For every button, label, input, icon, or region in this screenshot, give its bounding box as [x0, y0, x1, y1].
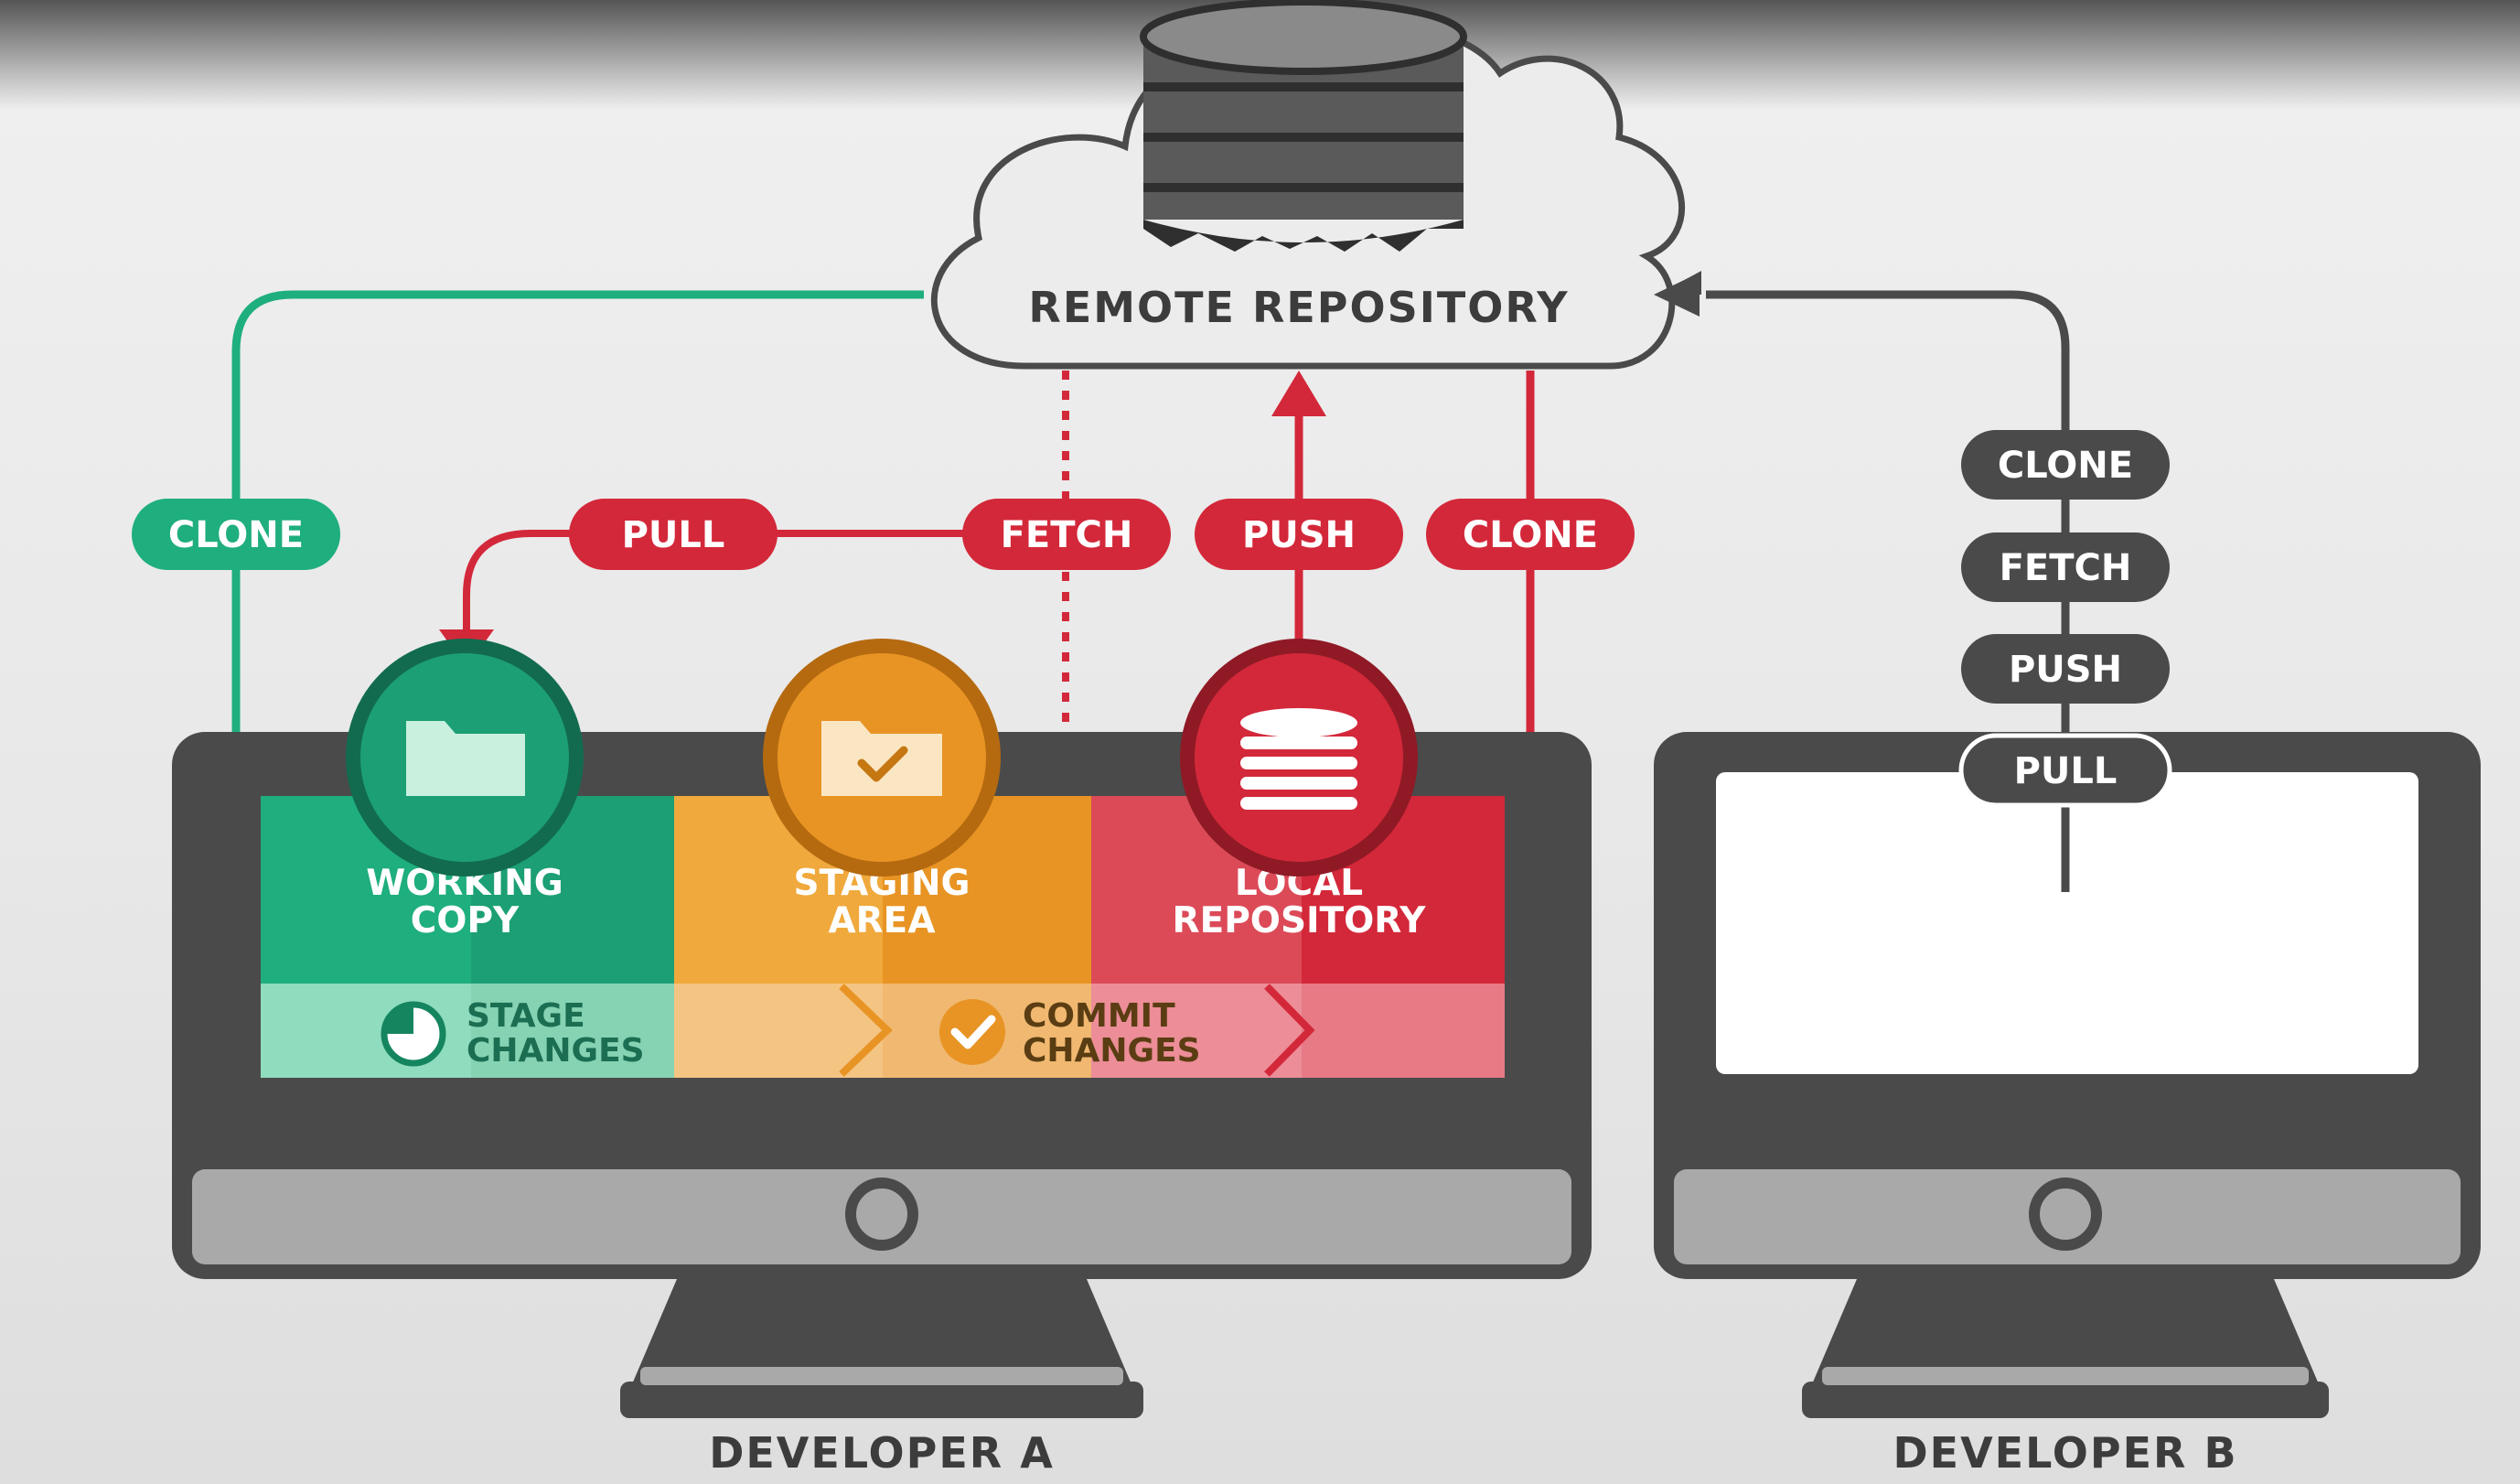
folder-icon: [406, 721, 525, 796]
remote-repository: REMOTE REPOSITORY: [930, 0, 1686, 370]
stage-changes-line1: STAGE: [466, 997, 585, 1035]
local-repository-label-line2: REPOSITORY: [1173, 900, 1427, 941]
developer-b-connector: [1706, 290, 2070, 892]
clone-red-pill: CLONE: [1426, 499, 1635, 570]
developer-a-caption-letter: A: [1020, 1428, 1055, 1478]
developer-a-caption-prefix: DEVELOPER: [709, 1428, 1020, 1478]
developer-b-caption: DEVELOPER B: [1893, 1428, 2237, 1478]
monitor-b-base-highlight: [1822, 1367, 2309, 1385]
commit-changes-line2: CHANGES: [1023, 1032, 1201, 1070]
commit-chevron: [1264, 984, 1315, 1077]
staging-area-label-line2: AREA: [828, 900, 935, 941]
stage-changes-line2: CHANGES: [466, 1032, 645, 1070]
monitor-b-base: [1802, 1382, 2329, 1418]
monitor-b-chin: [1674, 1169, 2461, 1264]
developer-a-caption: DEVELOPER A: [709, 1428, 1055, 1478]
clone-green-pill-label: CLONE: [168, 514, 304, 556]
pull-connector: [463, 530, 970, 631]
developer-b-clone-pill: CLONE: [1961, 430, 2170, 500]
fetch-pill-label: FETCH: [1001, 514, 1133, 556]
strip-green-shade: [471, 984, 674, 1078]
stage-pie-icon: [381, 1001, 446, 1067]
working-copy-node: [346, 639, 584, 876]
working-copy-label-line2: COPY: [411, 900, 520, 941]
developer-b-fetch-pill: FETCH: [1961, 532, 2170, 602]
staging-area-node: [763, 639, 1001, 876]
remote-repository-label: REMOTE REPOSITORY: [1028, 283, 1569, 332]
developer-b-caption-prefix: DEVELOPER: [1893, 1428, 2204, 1478]
monitor-b-stand: [1809, 1279, 2322, 1391]
fetch-pill: FETCH: [962, 499, 1171, 570]
pull-pill: PULL: [569, 499, 777, 570]
check-circle-icon: [939, 999, 1005, 1065]
strip-red-shade: [1302, 984, 1505, 1078]
developer-b-pull-label: PULL: [2014, 750, 2118, 792]
developer-b-push-label: PUSH: [2009, 649, 2122, 691]
monitor-a-base: [620, 1382, 1143, 1418]
developer-b-clone-label: CLONE: [1998, 445, 2133, 487]
developer-b-cloud-arrowhead-2: [1654, 273, 1700, 317]
monitor-a-stand: [629, 1279, 1134, 1391]
developer-b-fetch-label: FETCH: [2000, 547, 2132, 589]
monitor-b-power-button: [2029, 1178, 2102, 1251]
monitor-a-chin: [192, 1169, 1571, 1264]
stage-chevron: [839, 984, 893, 1077]
monitor-a-power-button: [845, 1178, 918, 1251]
clone-red-pill-label: CLONE: [1463, 514, 1598, 556]
developer-a-monitor: STAGE CHANGES COMMIT CHANGES WORKING COP…: [172, 639, 1592, 1418]
local-repository-node: [1180, 639, 1418, 876]
folder-check-icon: [821, 721, 942, 796]
monitor-b-screen: [1716, 772, 2418, 1074]
database-stack-icon: [1140, 0, 1467, 252]
developer-b-caption-letter: B: [2204, 1428, 2237, 1478]
pull-pill-label: PULL: [622, 514, 725, 556]
developer-b-pull-pill: PULL: [1958, 733, 2172, 808]
push-arrowhead: [1271, 371, 1326, 416]
push-pill-label: PUSH: [1242, 514, 1356, 556]
database-icon: [1240, 708, 1357, 810]
monitor-a-base-highlight: [640, 1367, 1123, 1385]
push-pill: PUSH: [1195, 499, 1403, 570]
commit-changes-line1: COMMIT: [1023, 997, 1175, 1035]
developer-b-push-pill: PUSH: [1961, 634, 2170, 704]
clone-green-pill: CLONE: [132, 499, 340, 570]
developer-b-monitor: [1654, 732, 2481, 1418]
